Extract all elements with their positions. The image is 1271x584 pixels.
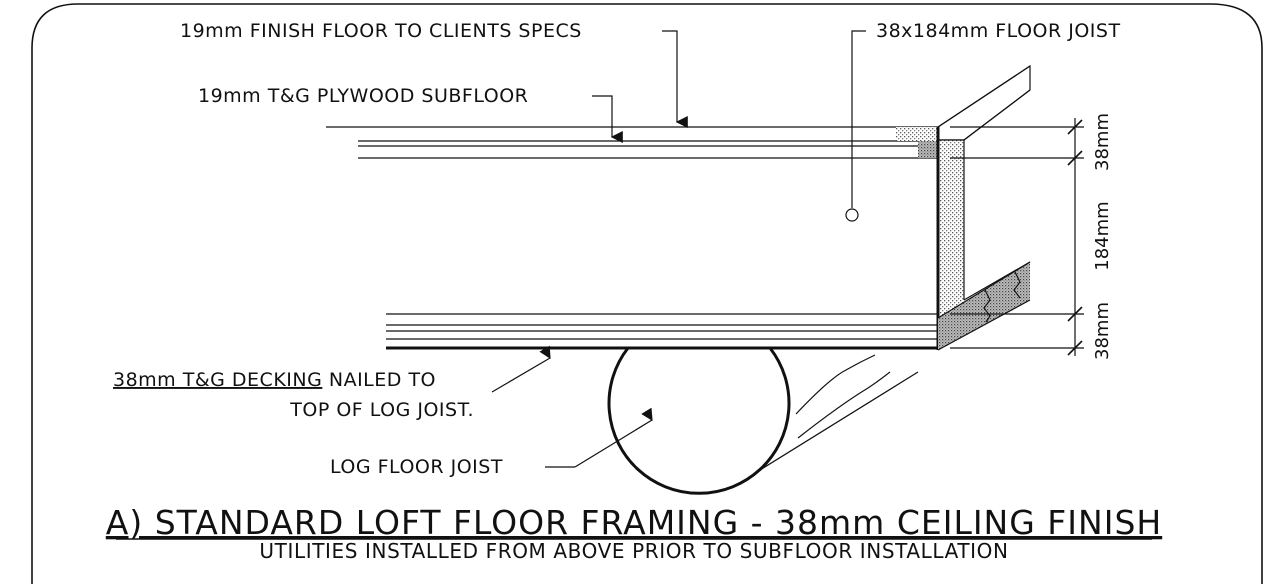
drawing-title: A) STANDARD LOFT FLOOR FRAMING - 38mm CE… bbox=[106, 503, 1162, 542]
callout-decking-line2: TOP OF LOG JOIST. bbox=[289, 399, 474, 421]
dimension-bottom: 38mm bbox=[1092, 302, 1113, 360]
callout-finish-floor: 19mm FINISH FLOOR TO CLIENTS SPECS bbox=[180, 20, 582, 42]
dimension-lines bbox=[950, 118, 1084, 356]
sheet-border bbox=[31, 3, 1263, 584]
drawing-subtitle: UTILITIES INSTALLED FROM ABOVE PRIOR TO … bbox=[259, 539, 1008, 563]
decking-underlined-text: 38mm T&G DECKING bbox=[113, 369, 322, 391]
decking-layers bbox=[386, 313, 938, 350]
upper-floor-layers bbox=[326, 126, 938, 159]
callout-floor-joist: 38x184mm FLOOR JOIST bbox=[876, 20, 1121, 42]
callout-decking: 38mm T&G DECKING NAILED TO bbox=[113, 369, 436, 391]
callout-plywood-subfloor: 19mm T&G PLYWOOD SUBFLOOR bbox=[198, 85, 528, 107]
callout-log-joist: LOG FLOOR JOIST bbox=[330, 456, 503, 478]
log-floor-joist bbox=[607, 346, 919, 495]
decking-rest-text: NAILED TO bbox=[322, 369, 436, 391]
dimension-top: 38mm bbox=[1092, 113, 1113, 171]
floor-joist-38x184 bbox=[936, 64, 1031, 351]
dimension-middle: 184mm bbox=[1092, 201, 1113, 270]
